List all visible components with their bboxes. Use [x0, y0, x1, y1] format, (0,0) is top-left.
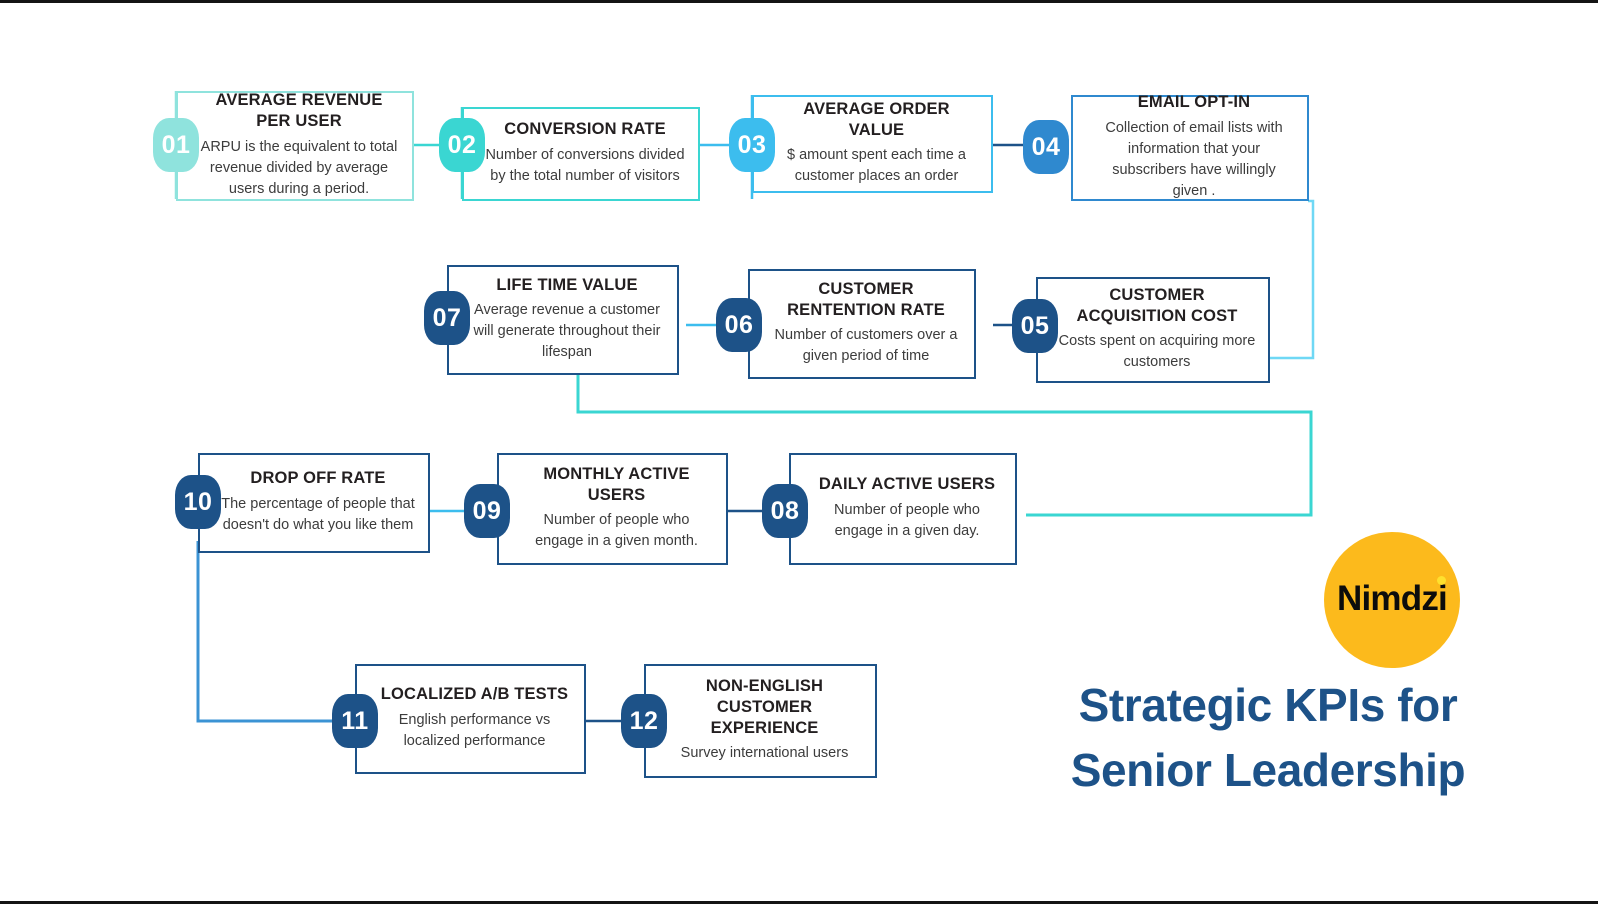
kpi-title: CONVERSION RATE: [504, 120, 666, 139]
kpi-badge-number: 05: [1020, 311, 1050, 340]
nimdzi-logo-dot-icon: [1436, 576, 1446, 585]
kpi-card-12[interactable]: NON-ENGLISH CUSTOMER EXPERIENCE Survey i…: [644, 664, 877, 778]
kpi-badge-05[interactable]: 05: [1012, 299, 1058, 353]
kpi-card-03[interactable]: AVERAGE ORDER VALUE $ amount spent each …: [752, 95, 993, 193]
kpi-badge-number: 06: [724, 310, 754, 339]
kpi-badge-number: 01: [161, 130, 191, 159]
kpi-description: Costs spent on acquiring more customers: [1058, 333, 1256, 371]
headline-line-1: Strategic KPIs for: [1078, 679, 1458, 731]
kpi-title: MONTHLY ACTIVE USERS: [543, 464, 690, 504]
kpi-description: Number of people who engage in a given d…: [834, 501, 980, 539]
nimdzi-logo-text: Nimdzi: [1337, 576, 1448, 619]
kpi-badge-number: 07: [432, 303, 462, 332]
kpi-title: DROP OFF RATE: [250, 469, 386, 488]
kpi-description: Collection of email lists with informati…: [1105, 119, 1283, 199]
kpi-badge-04[interactable]: 04: [1023, 120, 1069, 174]
kpi-badge-07[interactable]: 07: [424, 291, 470, 345]
kpi-description: Number of customers over a given period …: [774, 327, 958, 365]
kpi-badge-number: 12: [629, 706, 659, 735]
kpi-card-11[interactable]: LOCALIZED A/B TESTS English performance …: [355, 664, 586, 774]
kpi-description: ARPU is the equivalent to total revenue …: [200, 138, 398, 197]
kpi-badge-number: 03: [737, 130, 767, 159]
kpi-badge-number: 04: [1031, 132, 1061, 161]
kpi-badge-number: 10: [183, 487, 213, 516]
kpi-description: Number of people who engage in a given m…: [535, 512, 698, 550]
kpi-description: $ amount spent each time a customer plac…: [787, 147, 966, 185]
kpi-badge-10[interactable]: 10: [175, 475, 221, 529]
kpi-badge-number: 02: [447, 130, 477, 159]
kpi-title: AVERAGE ORDER VALUE: [803, 99, 950, 139]
headline: Strategic KPIs for Senior Leadership: [1040, 673, 1496, 804]
kpi-title: DAILY ACTIVE USERS: [818, 475, 996, 494]
kpi-card-04[interactable]: EMAIL OPT-IN Collection of email lists w…: [1071, 93, 1309, 201]
kpi-badge-06[interactable]: 06: [716, 298, 762, 352]
kpi-card-02[interactable]: CONVERSION RATE Number of conversions di…: [462, 107, 700, 201]
kpi-badge-12[interactable]: 12: [621, 694, 667, 748]
kpi-badge-08[interactable]: 08: [762, 484, 808, 538]
kpi-badge-number: 11: [341, 706, 369, 735]
kpi-card-08[interactable]: DAILY ACTIVE USERS Number of people who …: [789, 453, 1017, 565]
kpi-card-06[interactable]: CUSTOMER RENTENTION RATE Number of custo…: [748, 269, 976, 379]
kpi-badge-03[interactable]: 03: [729, 118, 775, 172]
kpi-title: EMAIL OPT-IN: [1137, 93, 1251, 112]
kpi-card-07[interactable]: LIFE TIME VALUE Average revenue a custom…: [447, 265, 679, 375]
kpi-title: LOCALIZED A/B TESTS: [380, 685, 569, 704]
kpi-badge-11[interactable]: 11: [332, 694, 378, 748]
kpi-card-05[interactable]: CUSTOMER ACQUISITION COST Costs spent on…: [1036, 277, 1270, 383]
kpi-badge-09[interactable]: 09: [464, 484, 510, 538]
kpi-title: CUSTOMER ACQUISITION COST: [1076, 285, 1238, 325]
kpi-card-10[interactable]: DROP OFF RATE The percentage of people t…: [198, 453, 430, 553]
kpi-title: NON-ENGLISH CUSTOMER EXPERIENCE: [705, 676, 824, 738]
kpi-title: AVERAGE REVENUE PER USER: [215, 91, 383, 131]
kpi-badge-number: 09: [472, 496, 502, 525]
kpi-badge-01[interactable]: 01: [153, 118, 199, 172]
kpi-title: LIFE TIME VALUE: [496, 275, 638, 294]
kpi-badge-02[interactable]: 02: [439, 118, 485, 172]
kpi-description: Survey international users: [680, 745, 849, 762]
nimdzi-logo: Nimdzi: [1324, 532, 1460, 668]
kpi-title: CUSTOMER RENTENTION RATE: [787, 279, 945, 319]
kpi-description: Average revenue a customer will generate…: [473, 302, 661, 361]
kpi-description: Number of conversions divided by the tot…: [485, 146, 685, 184]
kpi-card-01[interactable]: AVERAGE REVENUE PER USER ARPU is the equ…: [176, 91, 414, 201]
kpi-card-09[interactable]: MONTHLY ACTIVE USERS Number of people wh…: [497, 453, 728, 565]
kpi-badge-number: 08: [770, 496, 800, 525]
headline-line-2: Senior Leadership: [1070, 744, 1466, 797]
kpi-description: The percentage of people that doesn't do…: [221, 495, 415, 533]
kpi-description: English performance vs localized perform…: [398, 711, 551, 749]
